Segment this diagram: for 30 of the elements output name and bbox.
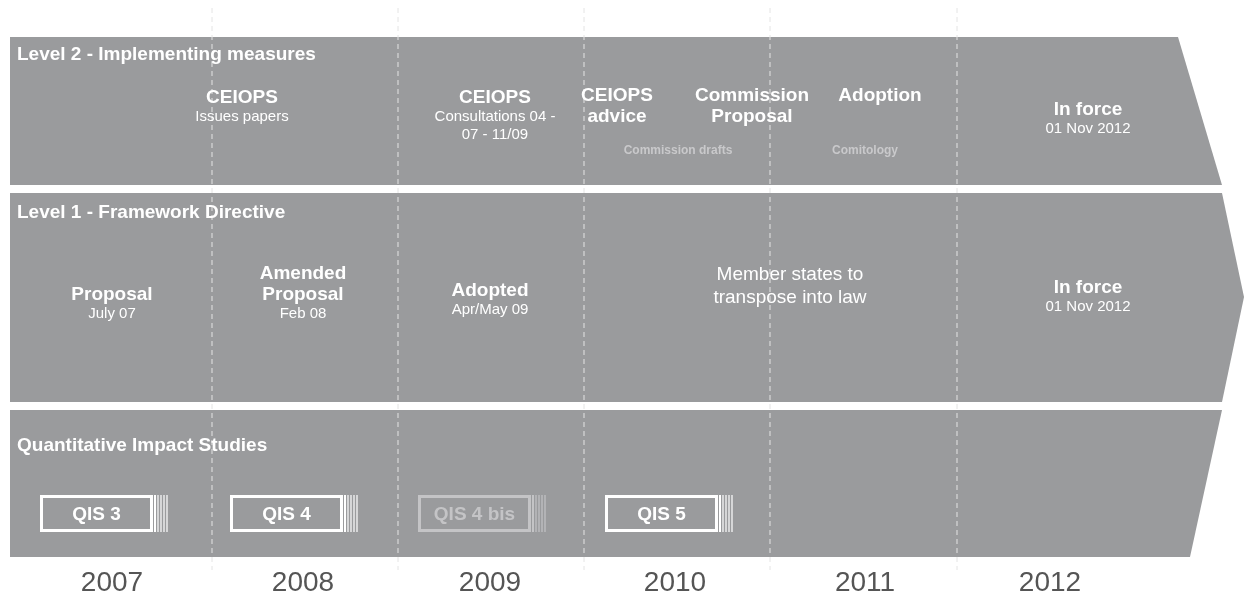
milestone-detail: Feb 08: [278, 304, 328, 322]
milestone-title: Adoption: [837, 84, 923, 105]
milestone-detail: Consultations 04 - 07 - 11/09: [433, 107, 557, 143]
study-tag: QIS 5: [605, 495, 718, 532]
milestone-detail: July 07: [87, 304, 137, 322]
year-label: 2007: [80, 566, 144, 598]
milestone-title: CEIOPS: [458, 86, 532, 107]
year-label: 2009: [458, 566, 522, 598]
year-label: 2008: [271, 566, 335, 598]
milestone-title: Commission Proposal: [694, 84, 810, 126]
milestone-detail: Issues papers: [194, 107, 290, 125]
band-heading: Quantitative Impact Studies: [17, 434, 268, 456]
milestone-detail: 01 Nov 2012: [1044, 119, 1132, 137]
milestone-title: CEIOPS: [205, 86, 279, 107]
milestone-detail: 01 Nov 2012: [1044, 297, 1132, 315]
band-heading: Level 2 - Implementing measures: [17, 43, 316, 65]
milestone-text: Member states to transpose into law: [712, 262, 868, 308]
milestone-title: In force: [1052, 276, 1124, 297]
study-tag: QIS 3: [40, 495, 153, 532]
milestone-detail: Apr/May 09: [450, 300, 530, 318]
milestone-title: Adopted: [450, 279, 530, 300]
milestone-title: CEIOPS advice: [580, 84, 654, 126]
year-label: 2011: [834, 566, 896, 598]
band-heading: Level 1 - Framework Directive: [17, 201, 286, 223]
milestone-title: Proposal: [70, 283, 154, 304]
milestone-title: Amended Proposal: [258, 262, 348, 304]
milestone-title: In force: [1052, 98, 1124, 119]
year-label: 2010: [643, 566, 707, 598]
year-label: 2012: [1018, 566, 1082, 598]
study-tag: QIS 4: [230, 495, 343, 532]
